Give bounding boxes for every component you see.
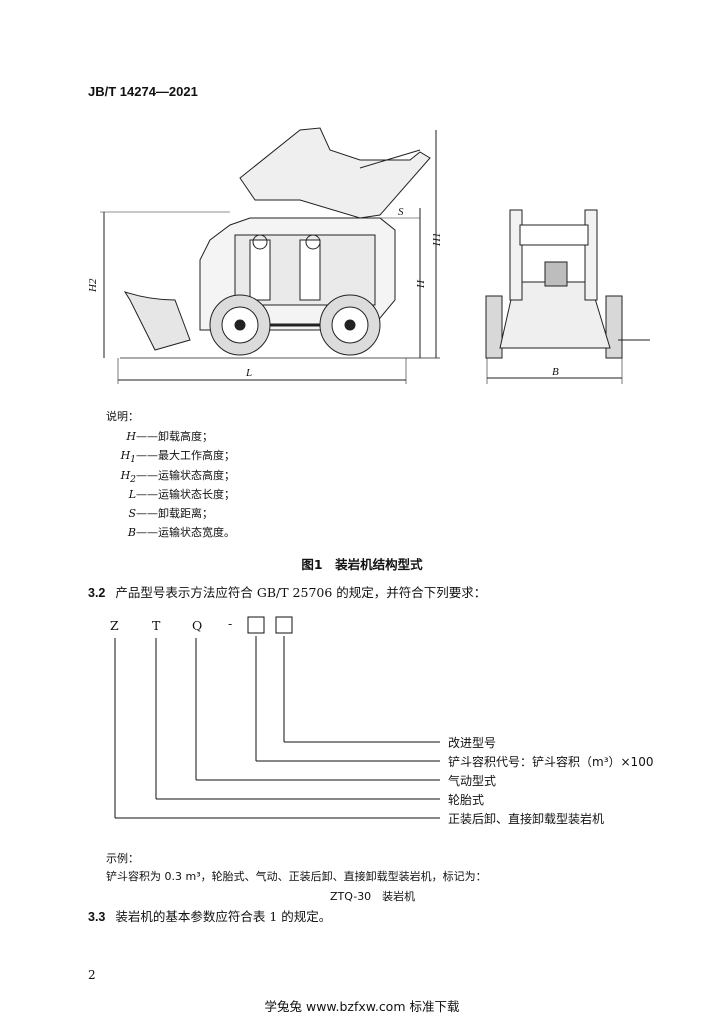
legend-item: S——卸载距离； <box>128 507 213 520</box>
model-letter-q: Q <box>192 618 203 633</box>
legend-item: H——卸载高度； <box>126 430 213 443</box>
dim-h: H <box>415 279 427 289</box>
model-label-tire: 轮胎式 <box>448 793 485 807</box>
model-label-pneumatic: 气动型式 <box>448 774 497 788</box>
legend-title: 说明： <box>106 410 139 423</box>
model-dash: - <box>228 616 233 631</box>
figure-caption: 图1 装岩机结构型式 <box>301 557 423 572</box>
legend-item: H1——最大工作高度； <box>120 449 235 466</box>
example-mark: ZTQ-30 装岩机 <box>330 890 416 903</box>
model-label-type: 正装后卸、直接卸载型装岩机 <box>448 812 605 826</box>
dim-b: B <box>552 366 559 378</box>
model-letter-z: Z <box>110 618 119 633</box>
legend-item: H2——运输状态高度； <box>120 469 235 486</box>
legend-item: L——运输状态长度； <box>128 488 235 501</box>
site-footer: 学兔兔 www.bzfxw.com 标准下载 <box>264 999 460 1014</box>
dim-h1: H1 <box>431 233 443 247</box>
model-letter-t: T <box>152 618 161 633</box>
example-line: 铲斗容积为 0.3 m³，轮胎式、气动、正装后卸、直接卸载型装岩机，标记为： <box>106 870 487 883</box>
dim-h2: H2 <box>87 278 99 293</box>
page-number: 2 <box>88 968 96 982</box>
dim-l: L <box>245 367 252 379</box>
example-title: 示例： <box>106 852 139 865</box>
model-label-improvement: 改进型号 <box>448 736 497 750</box>
legend-item: B——运输状态宽度。 <box>127 526 235 539</box>
loader-structure-figure: H2 H H1 L S B <box>87 127 650 384</box>
model-label-bucket-code: 铲斗容积代号：铲斗容积（m³）×100 <box>448 755 654 769</box>
standard-code: JB/T 14274—2021 <box>88 84 198 99</box>
dim-s: S <box>398 206 404 218</box>
